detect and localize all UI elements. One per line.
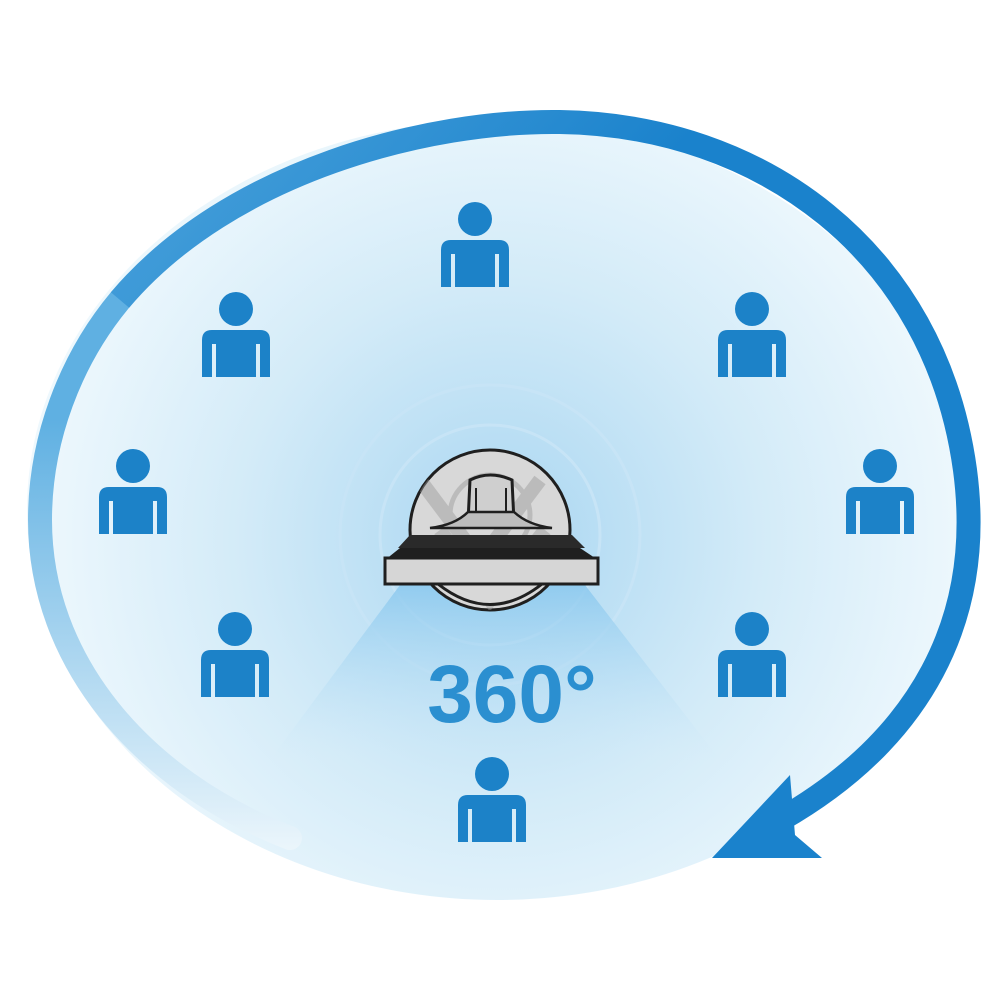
rotation-arrow-arc <box>110 109 981 831</box>
person-icon <box>718 292 786 377</box>
person-icon <box>202 292 270 377</box>
angle-label: 360° <box>427 649 597 740</box>
person-icon <box>441 202 509 287</box>
person-icon <box>99 449 167 534</box>
ceiling-camera-icon <box>383 448 600 612</box>
person-icon <box>718 612 786 697</box>
rotation-arrow-head <box>712 775 822 858</box>
camera-beam <box>270 585 720 760</box>
rotation-arrow-tail <box>27 288 302 850</box>
person-icon <box>846 449 914 534</box>
person-icon <box>201 612 269 697</box>
person-icon <box>458 757 526 842</box>
people-group <box>99 202 914 842</box>
